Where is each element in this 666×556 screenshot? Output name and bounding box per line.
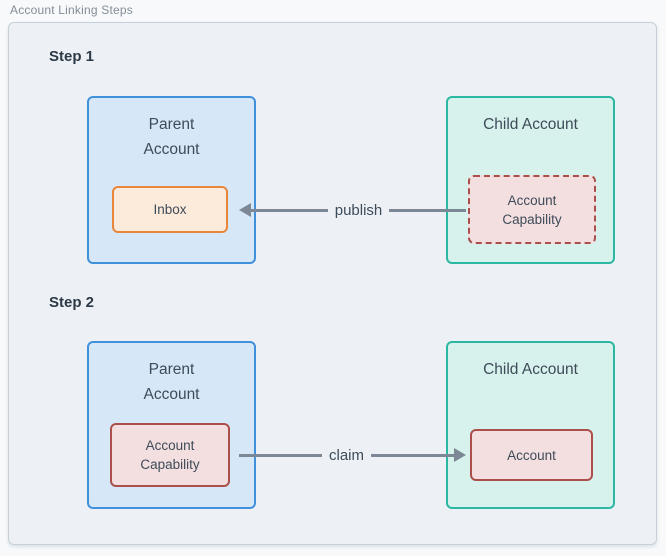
step2-claim-arrow: claim: [239, 443, 467, 467]
step1-inbox-box: Inbox: [112, 186, 228, 233]
step2-account-label: Account: [507, 447, 556, 463]
step1-arrow-label: publish: [334, 201, 383, 219]
step1-parent-account-title: Parent Account: [143, 116, 200, 158]
arrow-line: [239, 453, 322, 457]
step1-inbox-label: Inbox: [153, 202, 187, 217]
step2-child-account-box: Child Account: [446, 341, 615, 509]
arrow-line: [371, 453, 455, 457]
panel-label: Account Linking Steps: [10, 3, 133, 17]
arrow-line: [251, 208, 328, 212]
step1-account-capability-label: Account Capability: [502, 192, 562, 227]
step2-account-box: Account: [470, 429, 593, 481]
arrow-line: [389, 208, 467, 212]
arrow-right-head-icon: [454, 448, 467, 462]
step2-arrow-label: claim: [329, 446, 365, 464]
step1-publish-arrow: publish: [239, 198, 467, 222]
step2-account-capability-box: Account Capability: [110, 423, 230, 487]
step2-account-capability-label: Account Capability: [140, 438, 200, 472]
step1-account-capability-box: Account Capability: [468, 175, 596, 244]
step2-heading: Step 2: [49, 294, 95, 311]
step1-parent-account-box: Parent Account: [87, 96, 256, 264]
step1-heading: Step 1: [49, 48, 95, 65]
step2-parent-account-title: Parent Account: [143, 361, 200, 403]
step2-child-account-title: Child Account: [483, 361, 578, 378]
step1-child-account-title: Child Account: [483, 116, 578, 133]
arrow-left-head-icon: [239, 203, 251, 217]
diagram-panel: Step 1 Parent Account Inbox Child Accoun…: [8, 22, 657, 545]
